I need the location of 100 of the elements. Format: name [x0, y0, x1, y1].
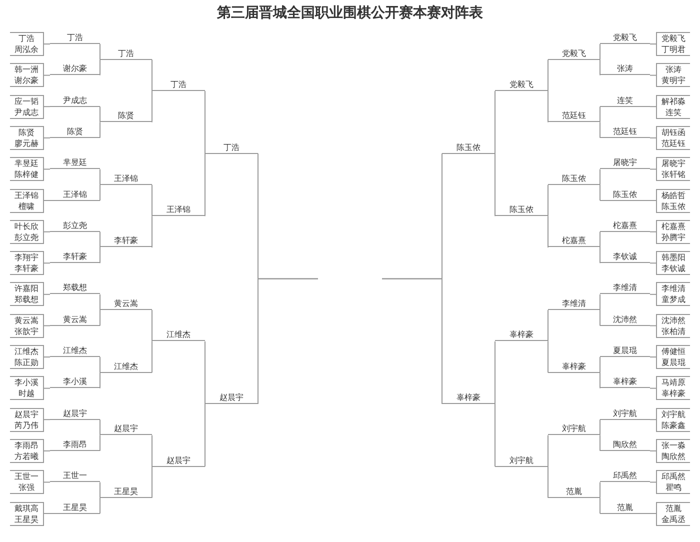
winner-name: 刘宇航	[495, 454, 548, 467]
bracket-line	[650, 419, 656, 420]
winner-name: 沈沛然	[600, 314, 650, 326]
winner-name: 江维杰	[152, 329, 205, 342]
match-box	[656, 220, 690, 244]
winner-name: 陈玉侬	[495, 204, 548, 216]
winner-name: 王星昊	[50, 502, 100, 514]
match-box	[10, 314, 44, 338]
winner-name: 丁浩	[152, 78, 205, 91]
match-box	[656, 126, 690, 150]
bracket-line	[44, 482, 50, 483]
bracket-line	[44, 137, 50, 138]
match-box	[656, 376, 690, 400]
bracket-line	[650, 137, 656, 138]
player-name: 张柏清	[662, 326, 686, 337]
winner-name: 丁浩	[50, 32, 100, 44]
winner-name: 李轩豪	[100, 235, 152, 248]
winner-name: 李钦诚	[600, 251, 650, 264]
match-box	[656, 251, 690, 276]
player-name: 檀啸	[18, 200, 34, 212]
player-name: 瞿鸣	[666, 482, 682, 494]
winner-name: 赵晨宇	[100, 423, 152, 436]
bracket-line	[204, 403, 206, 468]
winner-name: 陈玉侬	[442, 142, 495, 154]
bracket-line	[44, 74, 50, 76]
winner-name: 夏晨琨	[600, 345, 650, 357]
winner-name: 陈贤	[50, 126, 100, 138]
winner-name: 尹成志	[50, 94, 100, 107]
bracket-line	[650, 168, 656, 170]
winner-name: 黄云嵩	[50, 314, 100, 326]
winner-name: 连笑	[600, 94, 650, 107]
player-name: 陈贤	[18, 126, 34, 138]
player-name: 周泓余	[14, 44, 38, 55]
player-name: 党毅飞	[662, 33, 686, 44]
player-name: 陈梓健	[14, 169, 38, 180]
winner-name: 李雨昂	[50, 438, 100, 451]
player-name: 李雨昂	[14, 440, 38, 451]
bracket-line	[258, 278, 318, 404]
player-name: 应一韬	[14, 96, 38, 107]
player-name: 韩墨阳	[662, 252, 686, 264]
player-name: 许嘉阳	[14, 283, 38, 294]
winner-name: 王世一	[50, 470, 100, 482]
player-name: 刘宇航	[662, 408, 686, 420]
match-box	[10, 157, 44, 182]
player-name: 金禹丞	[662, 514, 686, 524]
match-box	[10, 408, 44, 432]
match-box	[10, 126, 44, 150]
player-name: 范胤	[666, 502, 682, 514]
player-name: 柁嘉熹	[662, 220, 686, 232]
player-name: 傅健恒	[662, 346, 686, 357]
bracket-line	[382, 278, 442, 404]
player-name: 辜梓豪	[662, 388, 686, 400]
winner-name: 彭立尧	[50, 220, 100, 232]
winner-name: 李小溪	[50, 376, 100, 388]
player-name: 谢尔豪	[14, 75, 38, 86]
match-box	[656, 32, 690, 56]
bracket-line	[650, 231, 656, 232]
match-box	[656, 282, 690, 306]
match-box	[10, 282, 44, 306]
bracket-line	[650, 482, 656, 483]
player-name: 尹成志	[14, 106, 38, 118]
player-name: 李轩豪	[14, 263, 38, 274]
match-box	[10, 251, 44, 276]
winner-name: 郑载想	[50, 282, 100, 294]
player-name: 赵晨宇	[14, 408, 38, 420]
player-name: 杨皓哲	[662, 190, 686, 200]
player-name: 张一淼	[662, 440, 686, 451]
bracket-line	[44, 294, 50, 295]
bracket-line	[494, 403, 496, 468]
player-name: 李维清	[662, 283, 686, 294]
bracket-line	[44, 106, 50, 108]
bracket-line	[204, 340, 206, 404]
bracket-line	[44, 262, 50, 264]
bracket-line	[44, 356, 50, 358]
winner-name: 屠晓宇	[600, 157, 650, 170]
winner-name: 柁嘉熹	[600, 220, 650, 232]
winner-name: 柁嘉熹	[548, 235, 600, 248]
winner-name: 丁浩	[100, 48, 152, 60]
player-name: 张涛	[666, 64, 682, 76]
bracket-line	[44, 513, 50, 514]
player-name: 廖元赫	[14, 138, 38, 149]
match-box	[656, 438, 690, 463]
player-name: 黄明宇	[662, 75, 686, 86]
player-name: 沈沛然	[662, 314, 686, 326]
player-name: 李钦诚	[662, 263, 686, 274]
player-name: 陈豪鑫	[662, 420, 686, 431]
bracket-line	[44, 325, 50, 326]
bracket-line	[494, 90, 496, 154]
winner-name: 刘宇航	[600, 408, 650, 420]
match-box	[656, 502, 690, 526]
player-name: 张轩铭	[662, 169, 686, 180]
match-box	[10, 502, 44, 526]
winner-name: 邱禹然	[600, 470, 650, 482]
bracket-line	[44, 450, 50, 452]
winner-name: 王泽锦	[152, 204, 205, 216]
winner-name: 赵晨宇	[152, 454, 205, 467]
bracket-line	[204, 153, 206, 217]
player-name: 王星昊	[14, 514, 38, 524]
player-name: 王世一	[14, 471, 38, 482]
match-box	[10, 32, 44, 56]
